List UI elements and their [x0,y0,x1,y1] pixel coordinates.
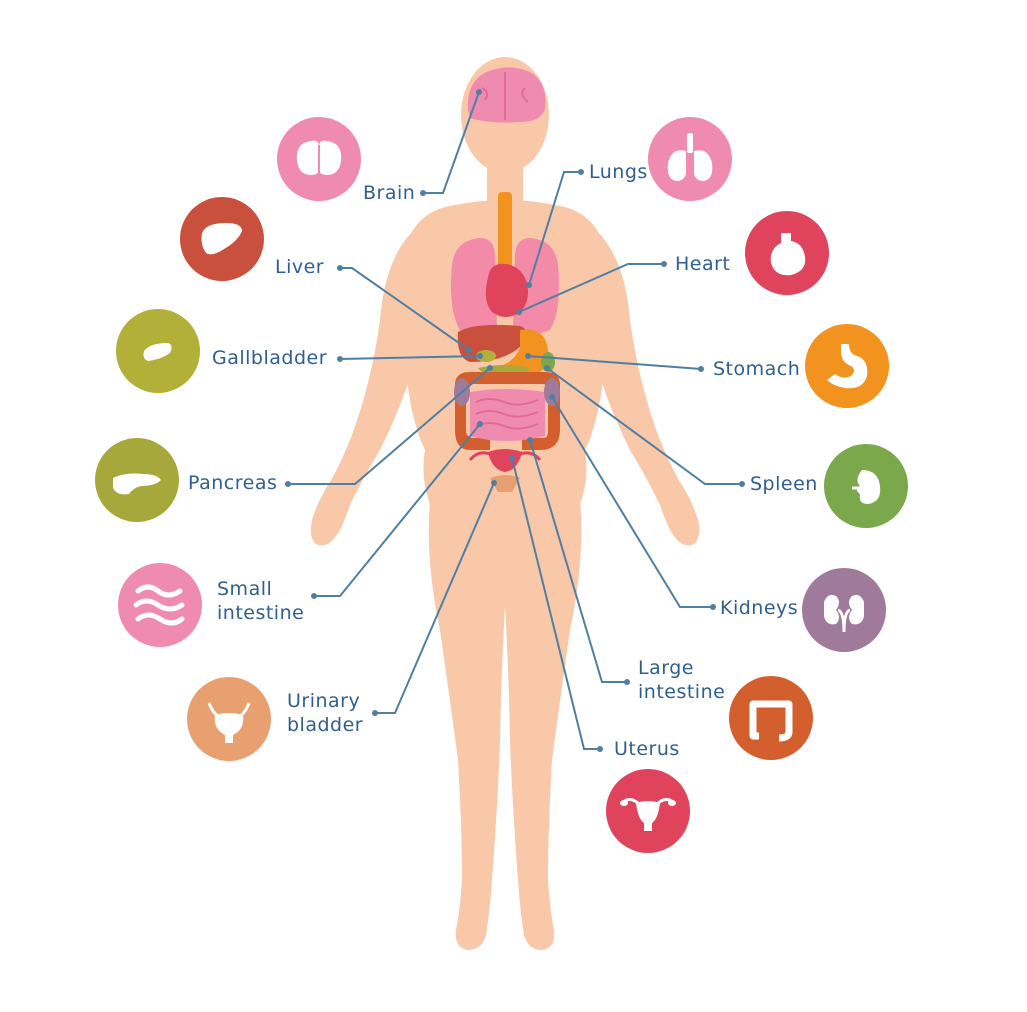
right-kidney-organ [544,378,560,406]
label-uterus: Uterus [614,737,680,761]
left-leg [428,500,508,950]
kidneys-icon [802,568,886,652]
left-arm [310,232,425,546]
label-line: Brain [363,182,416,204]
label-line: Small [217,578,273,600]
label-liver: Liver [275,255,324,279]
small-intestine-icon [118,563,202,647]
label-line: bladder [287,714,364,736]
leader-kidneys [551,396,713,608]
fallopian-tubes [468,451,542,461]
urinary-bladder-icon [187,677,271,761]
liver-organ [457,324,527,362]
label-spleen: Spleen [750,472,818,496]
label-line: Spleen [750,473,818,495]
label-gallbladder: Gallbladder [212,346,327,370]
label-kidneys: Kidneys [720,596,798,620]
label-line: Heart [675,253,731,275]
label-stomach: Stomach [713,357,800,381]
large-intestine-icon [729,676,813,760]
leader-dots [285,89,745,752]
brain-folds [481,72,529,120]
stomach-icon [805,324,889,408]
label-line: Kidneys [720,597,799,619]
heart-icon [745,211,829,295]
gallbladder-icon [116,309,200,393]
label-line: Gallbladder [212,347,328,369]
heart-organ [485,263,528,317]
label-brain: Brain [363,181,415,205]
right-arm [585,232,700,546]
lungs-icon [648,117,732,201]
spleen-icon [824,444,908,528]
left-lung-organ [451,238,497,334]
pancreas-icon [95,438,179,522]
label-line: Stomach [713,358,801,380]
label-pancreas: Pancreas [188,471,277,495]
esophagus-organ [498,192,512,282]
leader-large-intestine [529,439,627,683]
brain-organ [467,67,546,123]
label-line: Uterus [614,738,680,760]
liver-icon [180,197,264,281]
bladder-organ [490,475,520,492]
label-heart: Heart [675,252,730,276]
label-line: Liver [275,256,325,278]
leader-small-intestine [314,423,481,597]
leader-heart [518,263,664,313]
leader-lungs [528,171,581,286]
label-line: Large [638,657,694,679]
label-lungs: Lungs [589,160,648,184]
leader-stomach [527,355,702,370]
leader-brain [423,91,480,194]
leader-urinary-bladder [375,482,495,714]
label-line: Lungs [589,161,648,183]
leader-spleen [546,367,742,485]
leader-pancreas [288,367,491,485]
label-line: intestine [217,602,305,624]
small-intestine-folds [475,398,539,430]
leader-liver [340,267,470,351]
neck [487,160,523,210]
leader-uterus [511,457,600,750]
leader-lines [288,91,742,750]
leader-gallbladder [339,355,481,360]
uterus-icon [606,769,690,853]
internal-organs [451,67,560,492]
label-line: Pancreas [188,472,278,494]
label-line: intestine [638,681,726,703]
label-line: Urinary [287,690,361,712]
brain-icon [277,117,361,201]
gallbladder-organ [476,350,496,362]
right-leg [502,500,582,950]
